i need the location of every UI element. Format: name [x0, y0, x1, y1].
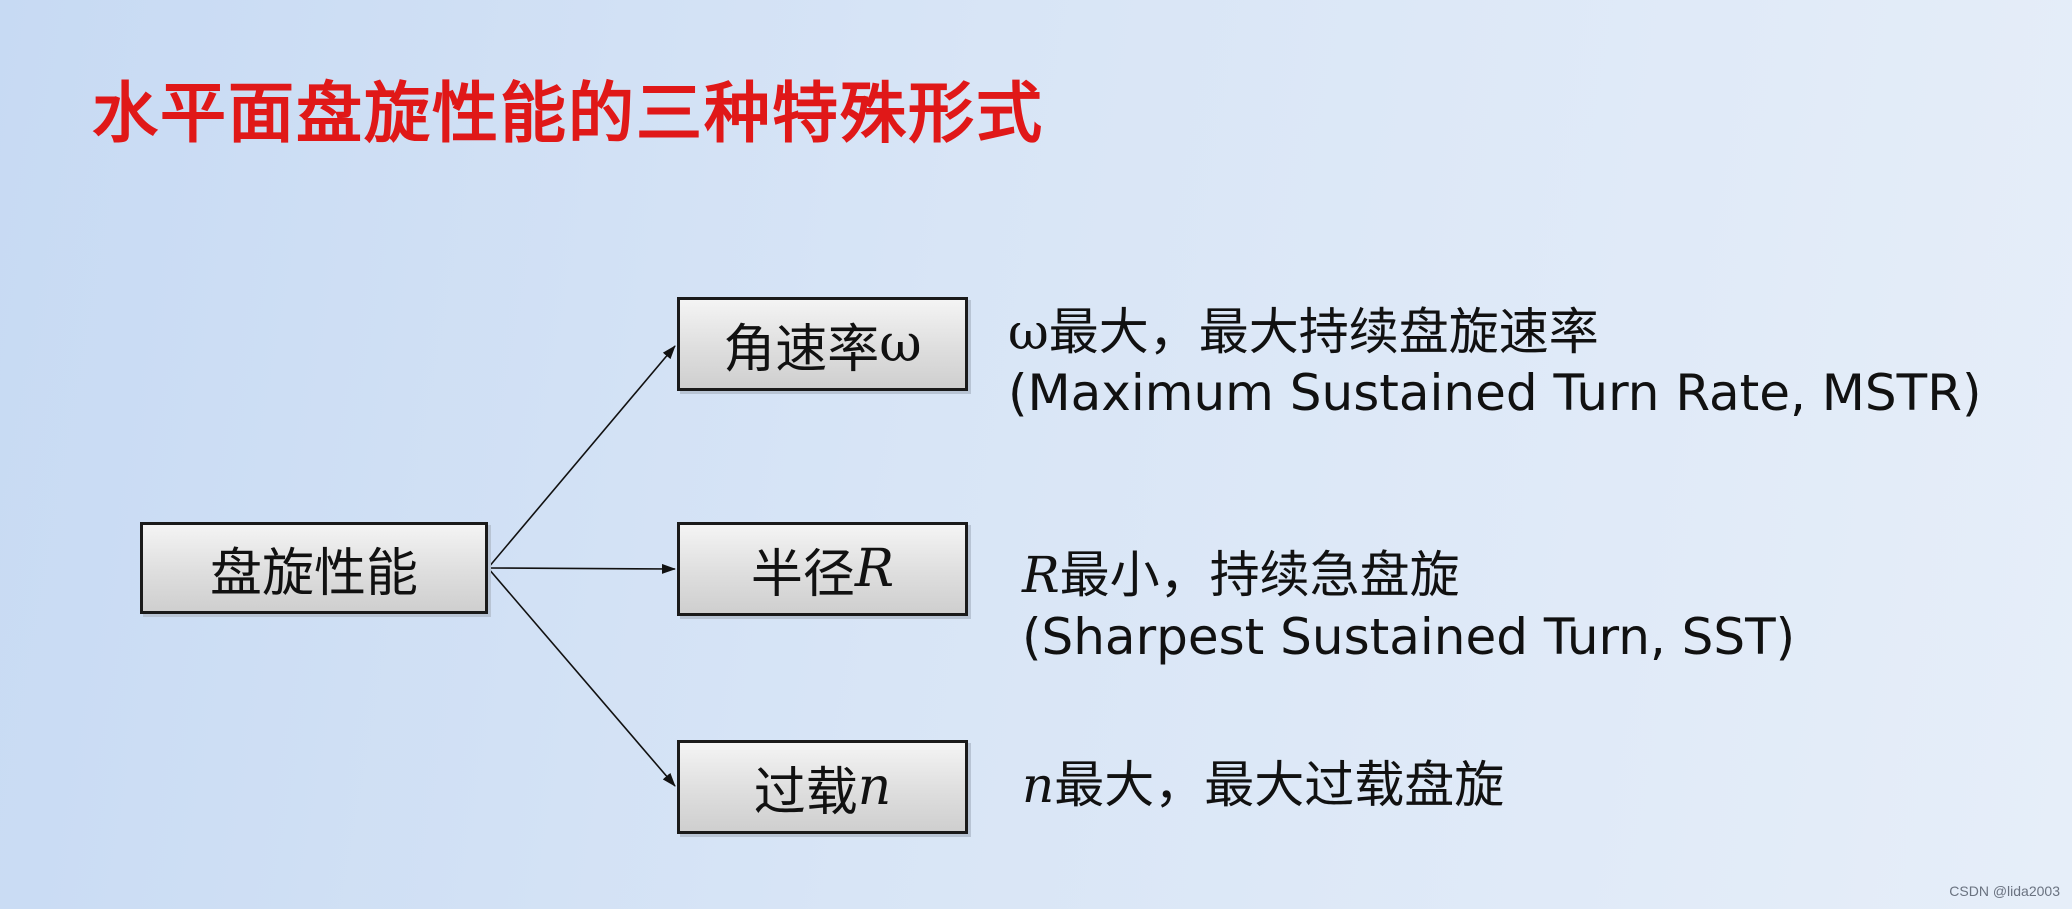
desc-radius-line1: R最小，持续急盘旋 [1022, 535, 1460, 607]
arrow-to-load [487, 567, 676, 787]
page-title: 水平面盘旋性能的三种特殊形式 [92, 75, 1044, 152]
desc-angular-rate-line1: ω最大，最大持续盘旋速率 [1008, 292, 1599, 364]
node-load-factor-label: 过载 [753, 762, 858, 823]
arrow-to-radius [487, 563, 676, 574]
desc-angular-rate-text: 最大，最大持续盘旋速率 [1048, 303, 1599, 361]
desc-angular-rate-line2: (Maximum Sustained Turn Rate, MSTR) [1008, 364, 1982, 422]
root-node-label: 盘旋性能 [209, 543, 418, 604]
desc-load-factor-line1: n最大，最大过载盘旋 [1022, 745, 1504, 817]
watermark: CSDN @lida2003 [1949, 883, 2060, 899]
node-angular-rate-symbol: ω [879, 314, 922, 374]
node-radius-symbol: R [854, 539, 895, 599]
node-radius-label: 半径 [750, 544, 855, 605]
desc-radius-line2: (Sharpest Sustained Turn, SST) [1022, 608, 1796, 666]
desc-load-factor-symbol: n [1022, 756, 1055, 814]
arrow-to-omega [487, 345, 676, 569]
desc-radius-text: 最小，持续急盘旋 [1059, 546, 1460, 604]
desc-angular-rate-symbol: ω [1008, 303, 1049, 361]
root-node-turn-performance: 盘旋性能 [140, 522, 488, 614]
desc-load-factor-text: 最大，最大过载盘旋 [1054, 756, 1505, 814]
node-angular-rate-label: 角速率 [723, 319, 880, 380]
desc-radius-symbol: R [1022, 546, 1060, 604]
node-load-factor-symbol: n [857, 757, 892, 817]
